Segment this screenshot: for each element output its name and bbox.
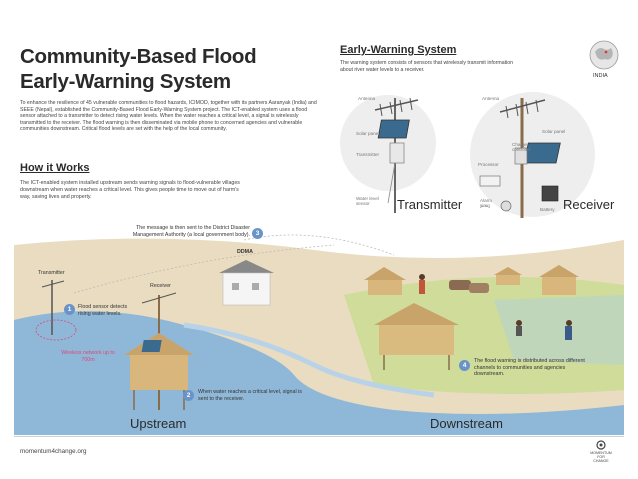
footer-logo-text: MOMENTUM FOR CHANGE	[590, 451, 612, 463]
rx-antenna-label: Antenna	[482, 96, 500, 101]
ddma-label: DDMA	[237, 249, 253, 255]
footer-url[interactable]: momentum4change.org	[20, 448, 87, 455]
tx-transmitter-label: Transmitter	[356, 152, 380, 157]
scene-receiver-label: Receiver	[150, 283, 171, 289]
receiver-detail-illustration	[479, 98, 561, 218]
tx-sensor-label: Water level sensor	[356, 196, 379, 206]
step-1-badge: 1	[64, 304, 75, 315]
flood-landscape-scene	[14, 225, 624, 435]
step-4-badge: 4	[459, 360, 470, 371]
tx-solar-label: Solar panel	[356, 131, 380, 136]
upstream-label: Upstream	[130, 416, 187, 431]
step-2-badge: 2	[183, 390, 194, 401]
rx-controller-label: Charge controller	[512, 142, 531, 152]
transmitter-label: Transmitter	[397, 197, 463, 212]
transmitter-detail-circle	[340, 95, 436, 191]
downstream-label: Downstream	[430, 416, 503, 431]
rx-alarm-label: Alarm siren	[480, 198, 492, 208]
region-label: INDIA	[593, 73, 608, 79]
receiver-label: Receiver	[563, 197, 615, 212]
step-3-text: The message is then sent to the District…	[132, 225, 250, 238]
wireless-network-label: Wireless network up to 700m	[61, 350, 115, 363]
step-3-badge: 3	[252, 228, 263, 239]
intro-paragraph: To enhance the resilience of 45 vulnerab…	[20, 100, 317, 133]
how-it-works-heading: How it Works	[20, 162, 90, 174]
footer-divider	[14, 436, 624, 437]
rx-processor-label: Processor	[478, 162, 499, 167]
step-1-text: Flood sensor detects rising water levels…	[78, 304, 128, 317]
early-warning-heading: Early-Warning System	[340, 44, 457, 56]
rx-solar-label: Solar panel	[542, 129, 566, 134]
momentum-logo-icon	[596, 440, 606, 450]
globe-icon	[589, 40, 619, 70]
step-2-text: When water reaches a critical level, sig…	[198, 389, 302, 402]
how-it-works-text: The ICT-enabled system installed upstrea…	[20, 180, 240, 200]
tx-antenna-label: Antenna	[358, 96, 376, 101]
scene-transmitter-label: Transmitter	[38, 270, 65, 276]
rx-battery-label: Battery	[540, 207, 555, 212]
transmitter-detail-illustration	[374, 97, 419, 213]
page-title: Community-Based Flood Early-Warning Syst…	[20, 45, 257, 93]
step-4-text: The flood warning is distributed across …	[474, 358, 585, 377]
early-warning-text: The warning system consists of sensors t…	[340, 60, 513, 73]
